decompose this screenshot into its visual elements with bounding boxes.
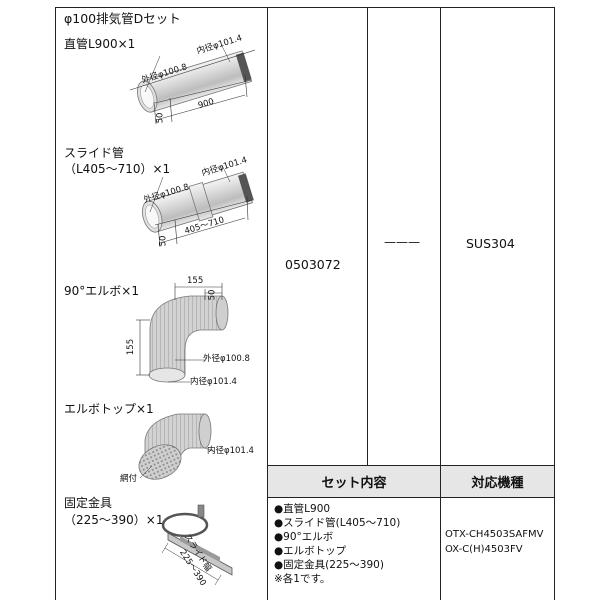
header-contents: セット内容 [268, 466, 440, 497]
col-divider-3 [440, 7, 441, 600]
part-number: 0503072 [285, 257, 341, 272]
header-top-border [267, 465, 555, 466]
header-models: 対応機種 [441, 466, 554, 497]
elbow-inner-diameter: 内径φ101.4 [190, 377, 237, 387]
elbow-offset: 50 [207, 289, 218, 301]
item-bracket-label-2: （225～390）×1 [64, 513, 164, 527]
slide-offset: 50 [158, 235, 169, 247]
list-item: ●90°エルボ [274, 531, 334, 543]
model-item: OTX-CH4503SAFMV [445, 529, 544, 540]
elbow-top-inner-diameter: 内径φ101.4 [207, 446, 254, 456]
contents-list: ●直管L900 ●スライド管(L405～710) ●90°エルボ ●エルボトップ… [274, 502, 400, 586]
material-value: SUS304 [466, 236, 515, 251]
list-item: ●固定金具(225～390) [274, 559, 384, 571]
item-elbow-label: 90°エルボ×1 [64, 284, 139, 298]
list-item: ●スライド管(L405～710) [274, 517, 401, 529]
elbow-drawing [136, 283, 229, 383]
list-item: ※各1です。 [274, 573, 331, 585]
item-slide-pipe-label-2: （L405～710）×1 [64, 162, 171, 176]
item-elbow-top-label: エルボトップ×1 [64, 402, 154, 416]
list-item: ●エルボトップ [274, 545, 347, 557]
item-slide-pipe-label-1: スライド管 [64, 146, 125, 160]
elbow-top-drawing [138, 413, 216, 480]
table-top-border [55, 7, 555, 8]
models-list: OTX-CH4503SAFMV OX-C(H)4503FV [445, 527, 544, 557]
table-left-border [55, 7, 56, 600]
elbow-height: 155 [126, 338, 137, 356]
elbow-outer-diameter: 外径φ100.8 [203, 354, 250, 364]
item-straight-pipe-label: 直管L900×1 [64, 37, 136, 51]
list-item: ●直管L900 [274, 503, 331, 515]
slide-pipe-drawing [141, 164, 254, 248]
elbow-top-mesh: 網付 [120, 474, 138, 484]
col-divider-1 [267, 7, 268, 600]
dash-value: ——— [384, 235, 420, 249]
col-divider-2 [367, 7, 368, 465]
straight-pipe-drawing [129, 45, 256, 125]
table-right-border [554, 7, 555, 600]
straight-offset: 50 [155, 112, 166, 124]
set-title: φ100排気管Dセット [64, 11, 181, 26]
elbow-width: 155 [187, 276, 204, 286]
bracket-drawing [161, 504, 233, 586]
item-bracket-label-1: 固定金具 [64, 496, 113, 510]
header-bottom-border [267, 497, 555, 498]
model-item: OX-C(H)4503FV [445, 544, 523, 555]
